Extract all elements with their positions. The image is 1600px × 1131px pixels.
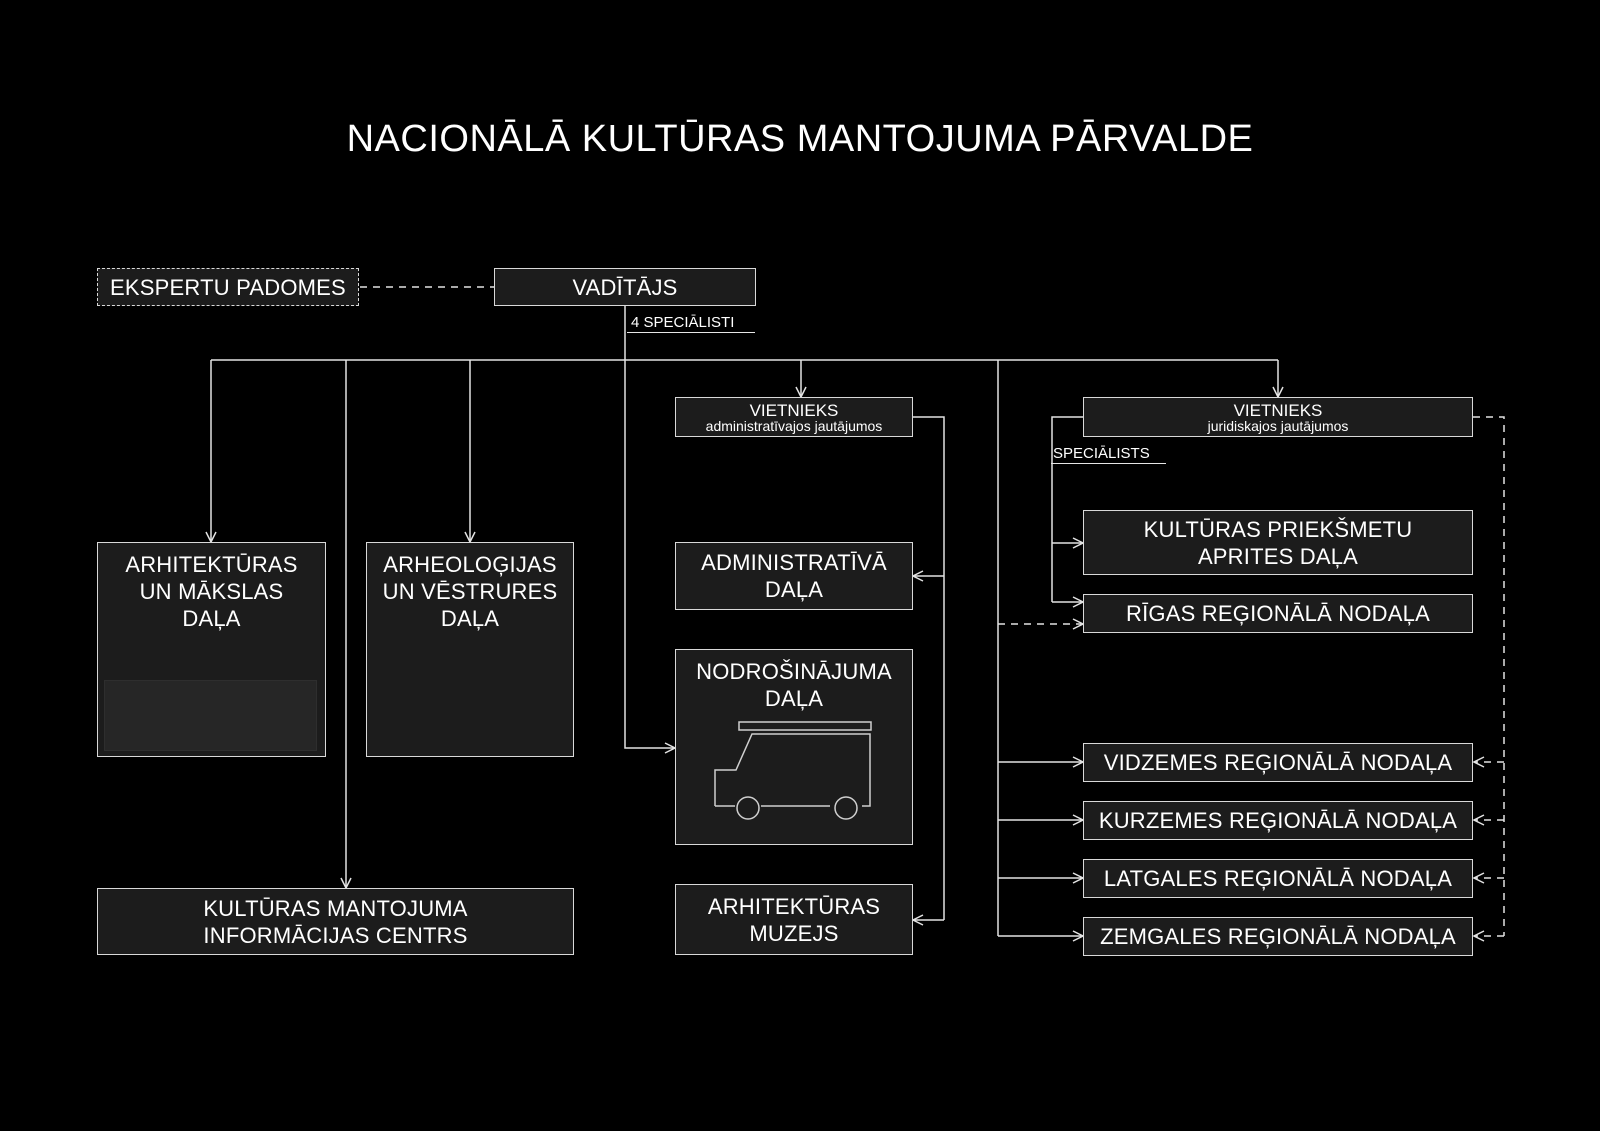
administrative-line-1: ADMINISTRATĪVĀ — [701, 550, 887, 575]
archaeology-history-line-2: UN VĒSTRURES — [382, 579, 558, 604]
director-box: VADĪTĀJS — [494, 268, 756, 306]
zemgale-regional-box: ZEMGALES REĢIONĀLĀ NODAĻA — [1083, 917, 1473, 956]
information-centre-line-2: INFORMĀCIJAS CENTRS — [203, 922, 468, 948]
deputy-admin-box: VIETNIEKS administratīvajos jautājumos — [675, 397, 913, 437]
latgale-regional-box: LATGALES REĢIONĀLĀ NODAĻA — [1083, 859, 1473, 898]
archaeology-history-box: ARHEOLOĢIJAS UN VĒSTRURES DAĻA — [366, 542, 574, 757]
cultural-objects-line-1: KULTŪRAS PRIEKŠMETU — [1143, 516, 1413, 542]
admin-bracket — [913, 416, 945, 920]
zemgale-regional-label: ZEMGALES REĢIONĀLĀ NODAĻA — [1100, 924, 1456, 949]
link-support — [624, 360, 675, 748]
architecture-art-inner-panel — [104, 680, 317, 751]
archaeology-history-line-3: DAĻA — [440, 606, 500, 631]
deputy-admin-title: VIETNIEKS — [749, 400, 839, 420]
chart-title: NACIONĀLĀ KULTŪRAS MANTOJUMA PĀRVALDE — [346, 118, 1254, 160]
dashed-supervision — [1473, 416, 1505, 936]
information-centre-box: KULTŪRAS MANTOJUMA INFORMĀCIJAS CENTRS — [97, 888, 574, 955]
vidzeme-regional-box: VIDZEMES REĢIONĀLĀ NODAĻA — [1083, 743, 1473, 782]
expert-council-box: EKSPERTU PADOMES — [97, 268, 359, 306]
cultural-objects-box: KULTŪRAS PRIEKŠMETU APRITES DAĻA — [1083, 510, 1473, 575]
cultural-objects-line-2: APRITES DAĻA — [1197, 543, 1359, 569]
van-icon — [714, 721, 872, 820]
support-line-2: DAĻA — [764, 686, 824, 711]
director-specialists-note: 4 SPECIĀLISTI — [627, 314, 755, 333]
deputy-legal-subtitle: juridiskajos jautājumos — [1207, 417, 1349, 434]
riga-regional-box: RĪGAS REĢIONĀLĀ NODAĻA — [1083, 594, 1473, 633]
architecture-art-line-3: DAĻA — [182, 606, 241, 631]
latgale-regional-label: LATGALES REĢIONĀLĀ NODAĻA — [1103, 866, 1453, 891]
vidzeme-regional-label: VIDZEMES REĢIONĀLĀ NODAĻA — [1103, 750, 1453, 775]
riga-regional-label: RĪGAS REĢIONĀLĀ NODAĻA — [1126, 601, 1430, 626]
deputy-legal-box: VIETNIEKS juridiskajos jautājumos — [1083, 397, 1473, 437]
kurzeme-regional-box: KURZEMES REĢIONĀLĀ NODAĻA — [1083, 801, 1473, 840]
archaeology-history-line-1: ARHEOLOĢIJAS — [383, 552, 557, 577]
support-line-1: NODROŠINĀJUMA — [696, 659, 892, 684]
deputy-admin-subtitle: administratīvajos jautājumos — [705, 417, 883, 434]
support-box: NODROŠINĀJUMA DAĻA — [675, 649, 913, 845]
kurzeme-regional-label: KURZEMES REĢIONĀLĀ NODAĻA — [1098, 808, 1458, 833]
architecture-museum-line-1: ARHITEKTŪRAS — [707, 893, 881, 919]
administrative-line-2: DAĻA — [764, 577, 824, 602]
information-centre-line-1: KULTŪRAS MANTOJUMA — [203, 895, 468, 921]
legal-bracket — [1051, 416, 1083, 602]
legal-specialist-note: SPECIĀLISTS — [1051, 445, 1166, 464]
architecture-museum-box: ARHITEKTŪRAS MUZEJS — [675, 884, 913, 955]
architecture-museum-line-2: MUZEJS — [749, 920, 839, 946]
architecture-art-line-1: ARHITEKTŪRAS — [125, 552, 298, 577]
director-label: VADĪTĀJS — [572, 274, 678, 300]
deputy-legal-title: VIETNIEKS — [1233, 400, 1323, 420]
architecture-art-line-2: UN MĀKSLAS — [139, 579, 284, 604]
expert-council-label: EKSPERTU PADOMES — [110, 274, 346, 300]
administrative-box: ADMINISTRATĪVĀ DAĻA — [675, 542, 913, 610]
